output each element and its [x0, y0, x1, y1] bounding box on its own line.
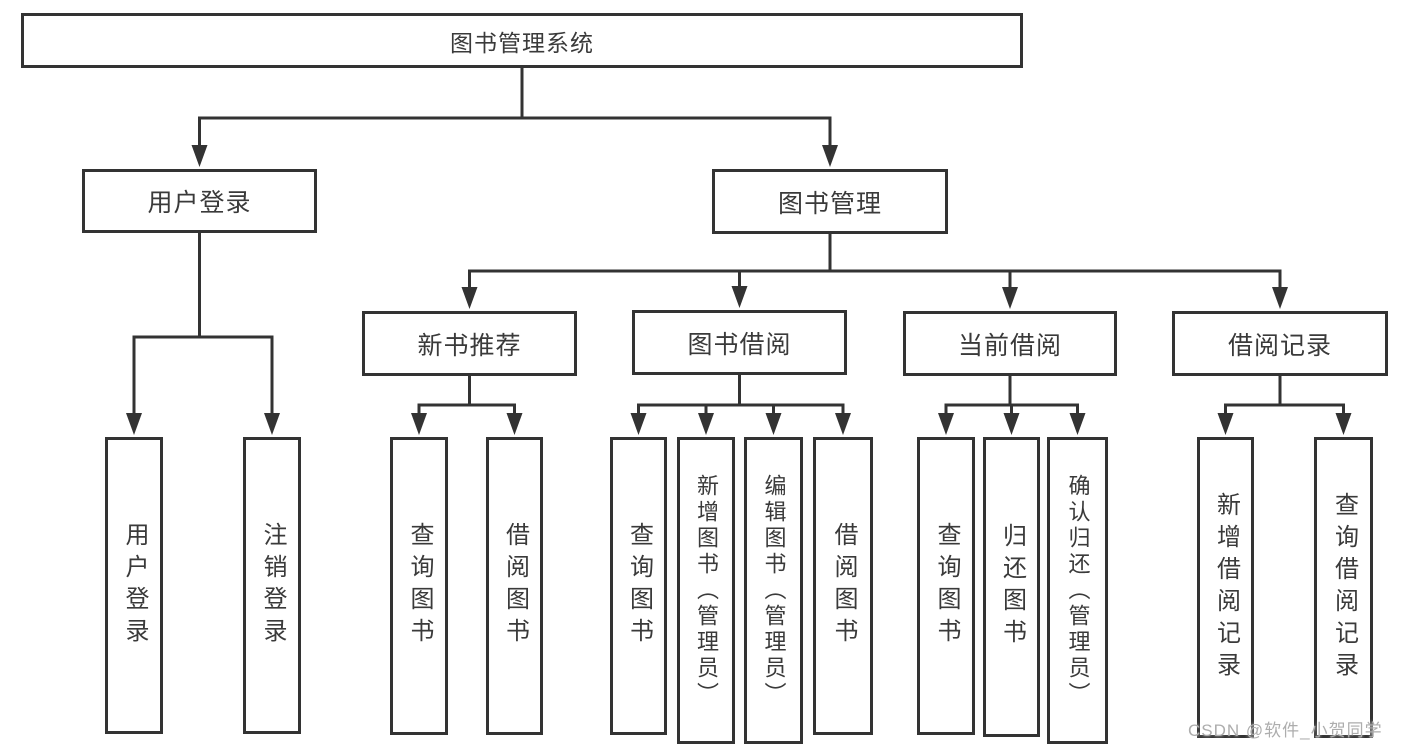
- arrowhead: [698, 413, 714, 435]
- arrowhead: [835, 413, 851, 435]
- arrowhead: [938, 413, 954, 435]
- arrowhead: [126, 413, 142, 435]
- node-return-book: 归还图书: [983, 437, 1040, 737]
- node-book-mgmt: 图书管理: [712, 169, 948, 234]
- arrowhead: [1003, 413, 1020, 435]
- node-query-book-2: 查询图书: [610, 437, 667, 735]
- arrowhead: [630, 413, 647, 435]
- arrowhead: [264, 413, 280, 435]
- node-user-login: 用户登录: [82, 169, 317, 233]
- node-borrow-records: 借阅记录: [1172, 311, 1388, 376]
- arrowhead: [461, 287, 478, 309]
- node-label: 借阅图书: [501, 522, 529, 650]
- node-label: 确认归还（管理员）: [1065, 473, 1091, 708]
- node-add-book: 新增图书（管理员）: [677, 437, 735, 744]
- node-current-borrow: 当前借阅: [903, 311, 1117, 376]
- node-label: 用户登录: [147, 189, 252, 217]
- arrowhead: [506, 413, 523, 435]
- node-query-book-1: 查询图书: [390, 437, 448, 735]
- node-label: 图书借阅: [687, 330, 792, 359]
- node-label: 用户登录: [121, 521, 148, 650]
- node-label: 新增借阅记录: [1212, 491, 1240, 684]
- watermark-text: CSDN @软件_小贺同学: [1188, 721, 1383, 740]
- node-edit-book: 编辑图书（管理员）: [744, 437, 803, 744]
- node-label: 查询图书: [625, 522, 653, 650]
- node-add-borrow-record: 新增借阅记录: [1197, 437, 1254, 738]
- arrowhead: [1002, 287, 1018, 309]
- node-label: 借阅记录: [1227, 331, 1332, 360]
- node-label: 查询借阅记录: [1330, 491, 1358, 684]
- node-label: 编辑图书（管理员）: [761, 473, 787, 708]
- node-label: 新书推荐: [417, 331, 522, 360]
- arrowhead: [1335, 413, 1352, 435]
- node-query-borrow-record: 查询借阅记录: [1314, 437, 1373, 738]
- node-label: 注销登录: [259, 521, 286, 650]
- node-query-book-3: 查询图书: [917, 437, 975, 735]
- node-label: 图书管理系统: [450, 29, 594, 56]
- arrowhead: [731, 286, 748, 308]
- node-label: 查询图书: [406, 522, 433, 650]
- node-new-book-rec: 新书推荐: [362, 311, 577, 376]
- node-book-borrow: 图书借阅: [632, 310, 847, 375]
- node-label: 图书管理: [777, 189, 882, 218]
- node-borrow-book-2: 借阅图书: [813, 437, 873, 735]
- node-borrow-book-1: 借阅图书: [486, 437, 543, 735]
- node-label: 新增图书（管理员）: [694, 473, 719, 708]
- arrowhead: [411, 413, 427, 435]
- arrowhead: [191, 145, 208, 167]
- node-logout-v: 注销登录: [243, 437, 301, 734]
- node-confirm-return: 确认归还（管理员）: [1047, 437, 1108, 744]
- connector-path: [132, 68, 1345, 419]
- arrowhead: [1272, 287, 1288, 309]
- arrowhead: [822, 145, 838, 167]
- node-label: 查询图书: [933, 522, 960, 650]
- node-user-login-v: 用户登录: [105, 437, 163, 734]
- node-label: 当前借阅: [957, 331, 1062, 360]
- node-label: 借阅图书: [830, 522, 857, 650]
- arrowhead: [1217, 413, 1234, 435]
- arrowhead: [765, 413, 782, 435]
- node-label: 归还图书: [998, 523, 1026, 651]
- arrowhead: [1069, 413, 1086, 435]
- node-root: 图书管理系统: [21, 13, 1023, 68]
